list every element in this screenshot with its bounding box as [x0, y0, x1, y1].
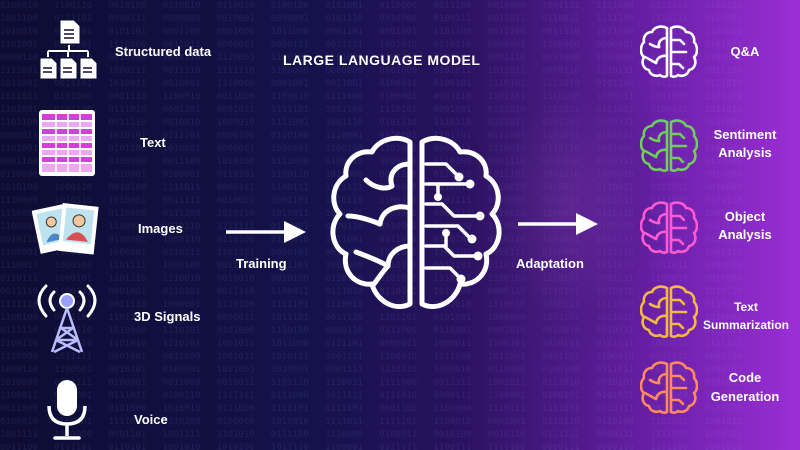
- brain-icon-qa: [640, 25, 698, 78]
- text-table-icon: [39, 110, 95, 176]
- input-label-images: Images: [138, 221, 183, 236]
- input-label-3d-signals: 3D Signals: [134, 309, 201, 324]
- brain-icon-summarization: [640, 285, 698, 338]
- brain-circuit-icon: [330, 135, 502, 309]
- microphone-icon: [47, 380, 87, 440]
- training-arrow: [226, 221, 306, 243]
- input-label-structured-data: Structured data: [115, 44, 212, 59]
- input-label-text: Text: [140, 135, 166, 150]
- background-figure: [470, 40, 670, 370]
- brain-icon-sentiment: [640, 119, 698, 172]
- signal-tower-icon: [37, 284, 97, 354]
- brain-icon-object: [640, 201, 698, 254]
- training-label: Training: [236, 256, 287, 271]
- adaptation-label: Adaptation: [516, 256, 584, 271]
- adaptation-arrow: [518, 213, 598, 235]
- output-label-qa: Q&A: [730, 44, 760, 59]
- diagram-title: LARGE LANGUAGE MODEL: [283, 52, 481, 68]
- input-label-voice: Voice: [134, 412, 168, 427]
- brain-icon-code: [640, 361, 698, 414]
- structured-data-icon: [39, 19, 98, 80]
- photos-icon: [32, 203, 99, 255]
